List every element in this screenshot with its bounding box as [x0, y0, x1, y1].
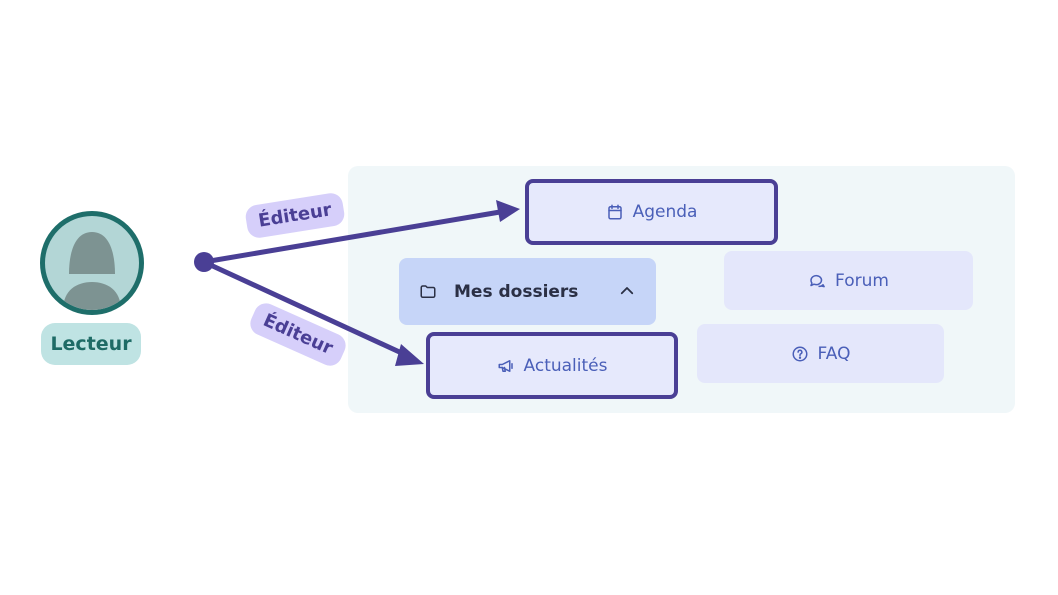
menu-item-faq[interactable]: FAQ [697, 324, 944, 383]
menu-item-actualites[interactable]: Actualités [426, 332, 678, 399]
origin-node [194, 252, 214, 272]
menu-item-forum[interactable]: Forum [724, 251, 973, 310]
person-icon [63, 232, 121, 310]
arrow-to-actualites [201, 259, 409, 358]
folder-icon [420, 284, 436, 298]
arrowhead-actualites [395, 344, 424, 366]
menu-item-agenda-label: Agenda [632, 202, 698, 222]
arrowhead-agenda [496, 200, 520, 222]
question-circle-icon [792, 346, 808, 361]
arrow-to-agenda [201, 209, 503, 265]
menu-item-mes-dossiers-label: Mes dossiers [454, 281, 579, 302]
calendar-icon [607, 204, 622, 220]
menu-item-forum-label: Forum [835, 270, 889, 291]
chat-bubbles-icon [810, 274, 825, 287]
menu-item-agenda[interactable]: Agenda [525, 179, 778, 245]
chevron-up-icon[interactable] [618, 282, 636, 300]
menu-item-actualites-label: Actualités [523, 355, 608, 376]
user-avatar [40, 211, 144, 315]
menu-item-mes-dossiers[interactable]: Mes dossiers [399, 258, 656, 325]
role-badge: Lecteur [41, 323, 141, 365]
megaphone-icon [498, 359, 513, 372]
menu-item-faq-label: FAQ [817, 343, 851, 364]
